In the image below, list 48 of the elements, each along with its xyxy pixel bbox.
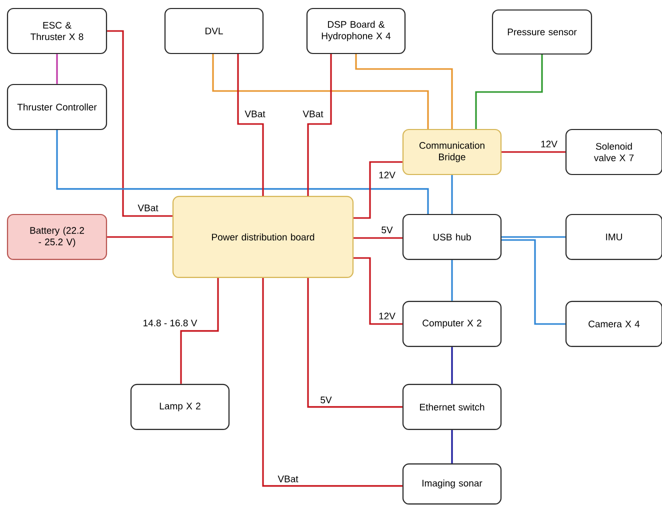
component-box: Computer X 2 xyxy=(402,300,502,348)
component-box: IMU xyxy=(565,214,662,260)
edge-label: 12V xyxy=(540,140,558,148)
connector-line xyxy=(354,237,402,239)
component-box: Ethernet switch xyxy=(402,384,502,430)
hub-box: Communication Bridge xyxy=(402,128,502,176)
component-box: DSP Board & Hydrophone X 4 xyxy=(306,8,406,54)
connector-line xyxy=(355,54,453,129)
connector-line xyxy=(307,54,332,196)
connector-line xyxy=(56,54,58,84)
connector-line xyxy=(451,175,453,214)
component-box: DVL xyxy=(164,8,264,54)
connector-line xyxy=(451,430,453,464)
connector-line xyxy=(451,260,453,301)
edge-label: VBat xyxy=(302,110,324,118)
edge-label: VBat xyxy=(276,474,300,484)
connector-line xyxy=(212,54,429,129)
edge-label: 5V xyxy=(319,396,333,404)
connector-line xyxy=(451,347,453,384)
connector-line xyxy=(107,236,172,238)
battery-box: Battery (22.2 - 25.2 V) xyxy=(6,214,108,260)
component-box: ESC & Thruster X 8 xyxy=(6,8,108,54)
connector-line xyxy=(180,278,219,384)
edge-label: 12V xyxy=(378,312,396,320)
connector-line xyxy=(354,257,402,325)
connector-line xyxy=(502,236,566,238)
component-box: Thruster Controller xyxy=(6,84,108,130)
connector-line xyxy=(307,278,402,408)
component-box: Lamp X 2 xyxy=(130,384,230,430)
connector-line xyxy=(56,130,429,214)
edge-label: 5V xyxy=(380,226,394,234)
component-box: Solenoid valve X 7 xyxy=(565,128,662,176)
edge-label: VBat xyxy=(244,110,266,118)
connector-line xyxy=(107,30,172,217)
connector-line xyxy=(502,239,566,325)
edge-label: 12V xyxy=(378,170,396,180)
component-box: Imaging sonar xyxy=(402,463,502,505)
component-box: Camera X 4 xyxy=(565,300,662,348)
connector-line xyxy=(354,161,402,219)
edge-label: VBat xyxy=(136,204,160,212)
hub-box: Power distribution board xyxy=(172,196,354,278)
connector-line xyxy=(502,151,566,153)
connector-line xyxy=(262,278,402,487)
connector-line xyxy=(237,54,264,196)
component-box: Pressure sensor xyxy=(492,9,592,55)
component-box: USB hub xyxy=(402,214,502,260)
connector-line xyxy=(475,54,543,129)
edge-label: 14.8 - 16.8 V xyxy=(142,318,198,328)
